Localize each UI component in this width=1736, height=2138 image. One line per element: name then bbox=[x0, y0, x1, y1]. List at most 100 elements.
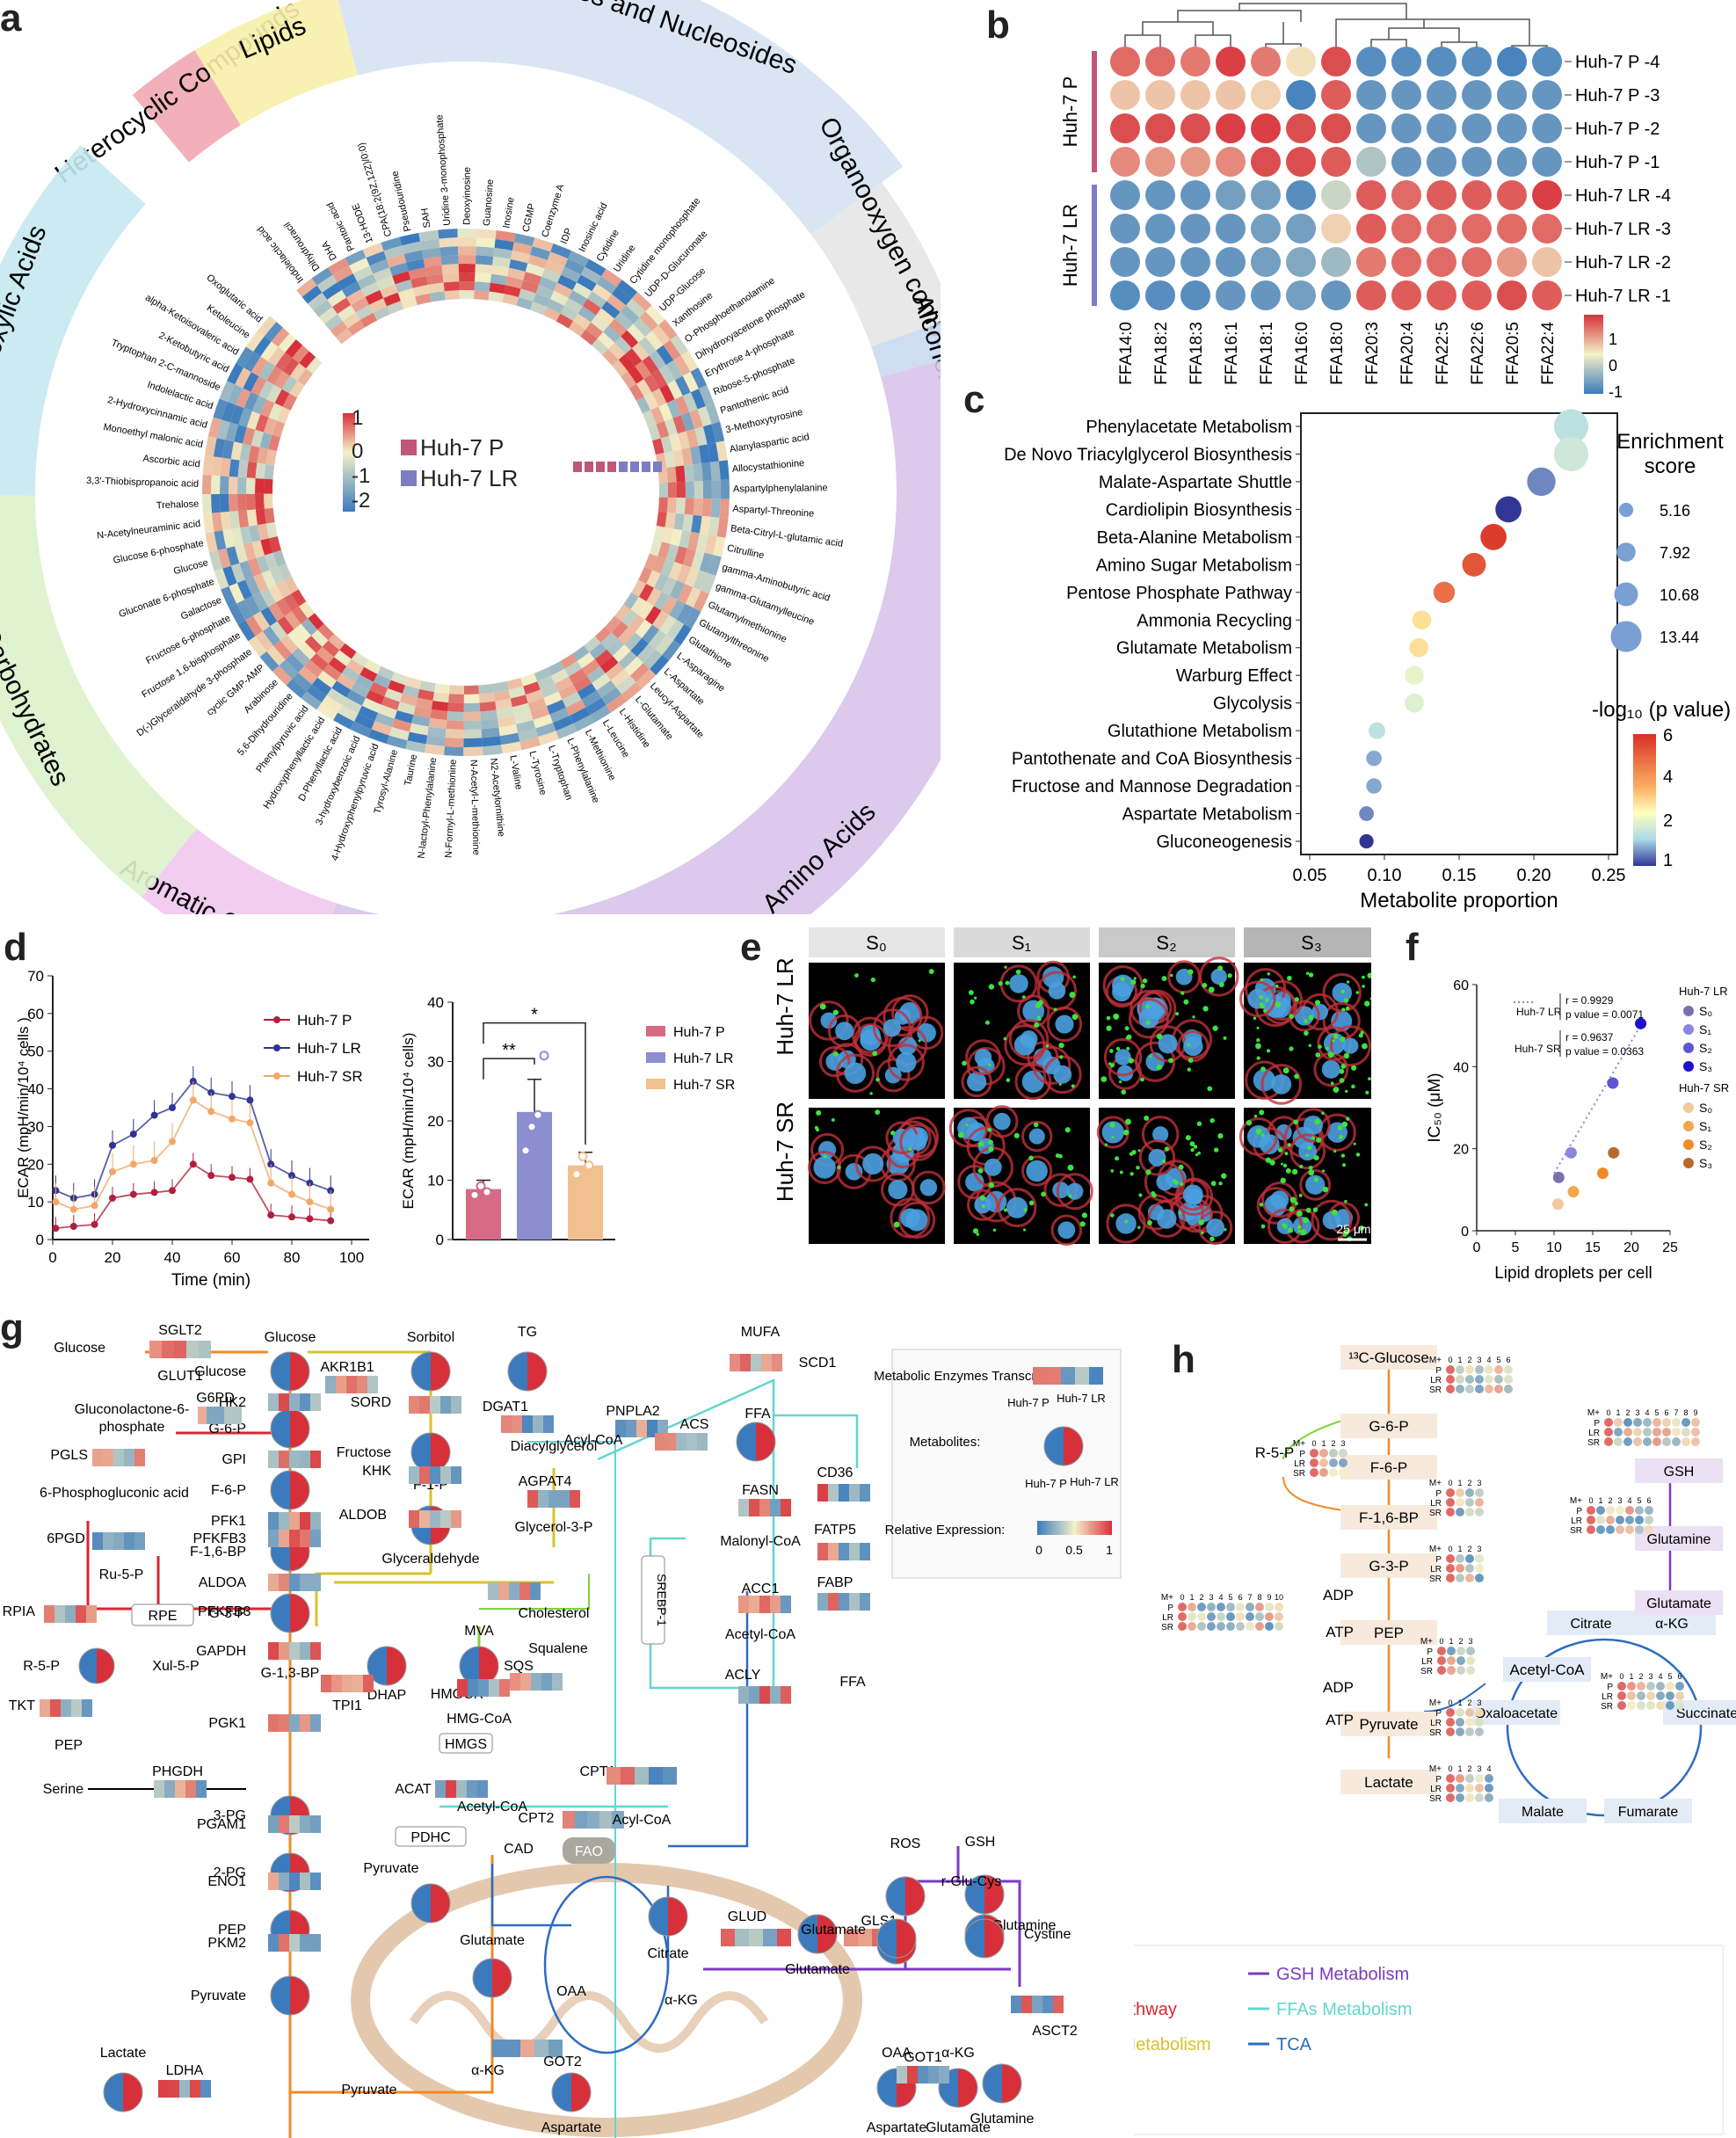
enzyme-bar-cell bbox=[860, 1543, 870, 1560]
node-label: α-KG bbox=[665, 1993, 698, 2008]
heat-cell bbox=[386, 301, 404, 315]
heat-cell bbox=[651, 610, 670, 630]
lipid-droplet bbox=[1259, 1202, 1264, 1207]
metabolite-label: L-Tyrosine bbox=[527, 750, 548, 796]
heat-cell bbox=[412, 284, 430, 297]
heat-cell bbox=[523, 272, 542, 286]
heat-cell bbox=[217, 548, 231, 569]
heat-cell bbox=[423, 256, 442, 268]
heat-cell bbox=[568, 290, 588, 307]
heat-cell bbox=[388, 680, 405, 694]
heat-cell bbox=[577, 683, 597, 700]
heatmap-dot bbox=[1391, 47, 1421, 76]
mplus-index: 2 bbox=[1331, 1439, 1335, 1448]
size-legend-value: 13.44 bbox=[1660, 629, 1699, 646]
node-label: Gluconolactone-6- bbox=[75, 1402, 190, 1417]
cell-membrane bbox=[1056, 1173, 1093, 1211]
heat-cell bbox=[409, 723, 429, 736]
heat-cell bbox=[298, 665, 318, 685]
tca-label: Citrate bbox=[1570, 1617, 1611, 1632]
heat-cell bbox=[265, 448, 278, 466]
lipid-droplet bbox=[970, 999, 975, 1005]
heat-cell bbox=[702, 424, 716, 445]
enzyme-bar-cell bbox=[770, 1499, 781, 1516]
node-label: Glucose bbox=[194, 1364, 246, 1379]
lipid-droplet bbox=[1161, 1159, 1166, 1164]
heat-cell bbox=[310, 629, 329, 647]
heat-cell bbox=[564, 258, 585, 275]
heat-cell bbox=[629, 663, 650, 682]
isotope-dot bbox=[1456, 1564, 1464, 1573]
heat-cell bbox=[627, 324, 645, 343]
heat-cell bbox=[246, 411, 261, 430]
mplus-index: 1 bbox=[1457, 1479, 1462, 1487]
lipid-droplet bbox=[1071, 1084, 1075, 1088]
heat-cell bbox=[478, 692, 496, 703]
node-label: FFA bbox=[745, 1407, 771, 1422]
bubble bbox=[1553, 436, 1589, 472]
heat-cell bbox=[272, 665, 293, 686]
isotope-dot bbox=[1475, 1564, 1484, 1573]
lipid-droplet bbox=[1137, 1225, 1141, 1230]
lipid-droplet bbox=[1209, 1236, 1215, 1242]
heat-cell bbox=[272, 420, 286, 438]
isotope-dot bbox=[1465, 1727, 1474, 1736]
heat-cell bbox=[392, 271, 411, 285]
heat-cell bbox=[650, 369, 668, 389]
lipid-droplet bbox=[1318, 1044, 1322, 1049]
heat-cell bbox=[444, 738, 464, 747]
enzyme-bar-cell bbox=[761, 1354, 772, 1371]
cell-membrane bbox=[1032, 1045, 1071, 1085]
enzyme-bar-cell bbox=[279, 1714, 289, 1732]
heatmap-dot bbox=[1145, 47, 1175, 76]
lipid-droplet bbox=[1294, 1073, 1300, 1080]
heatmap-dot bbox=[1251, 180, 1281, 210]
enzyme-bar-cell bbox=[185, 1780, 196, 1798]
nucleus bbox=[1206, 1218, 1225, 1237]
legend-swatch bbox=[646, 1026, 665, 1036]
legend-sr-label: S₂ bbox=[1699, 1138, 1712, 1152]
heat-cell bbox=[202, 455, 214, 476]
sig-bracket bbox=[483, 1058, 535, 1080]
heat-cell bbox=[442, 273, 460, 283]
pdhc-box bbox=[395, 1826, 467, 1847]
enzyme-bar-cell bbox=[860, 1593, 870, 1611]
node-label: Sorbitol bbox=[407, 1330, 454, 1345]
isotope-dot bbox=[1446, 1774, 1455, 1783]
lipid-droplet bbox=[1364, 1203, 1369, 1207]
lipid-droplet bbox=[1224, 1227, 1227, 1232]
metabolite-half-p bbox=[431, 1352, 450, 1391]
replicate-point bbox=[584, 1160, 594, 1171]
isotope-dot bbox=[1236, 1603, 1245, 1611]
lipid-droplet bbox=[1109, 1063, 1115, 1068]
bubble bbox=[1433, 581, 1456, 603]
heat-cell bbox=[492, 256, 512, 268]
heat-cell bbox=[347, 319, 365, 336]
bubble bbox=[1495, 496, 1522, 523]
heat-cell bbox=[658, 365, 675, 385]
lipid-droplet bbox=[1308, 1169, 1315, 1176]
enzyme-bar-cell bbox=[409, 1466, 419, 1484]
heat-cell bbox=[538, 731, 559, 745]
mplus-index: 0 bbox=[1448, 1764, 1452, 1773]
heat-cell bbox=[399, 693, 418, 707]
node-label: PGK1 bbox=[208, 1716, 246, 1731]
heatmap-dot bbox=[1427, 280, 1456, 310]
enzyme-bar-cell bbox=[858, 1929, 872, 1946]
isotope-dot bbox=[1456, 1385, 1464, 1393]
heat-cell bbox=[657, 542, 671, 559]
nucleus bbox=[1158, 1034, 1178, 1054]
enzyme-bar-cell bbox=[363, 1675, 374, 1692]
heat-cell bbox=[229, 493, 238, 512]
row-label: SR bbox=[1570, 1526, 1582, 1536]
heat-cell bbox=[628, 366, 644, 384]
isotope-dot bbox=[1437, 1656, 1446, 1665]
lipid-droplet bbox=[1115, 1156, 1120, 1161]
metabolite-half-lr bbox=[411, 1884, 431, 1923]
enzyme-bar-cell bbox=[279, 1873, 289, 1890]
metabolite-half-lr bbox=[411, 1433, 431, 1472]
enzyme-bar-cell bbox=[268, 1815, 279, 1833]
heat-cell bbox=[251, 429, 264, 447]
y-tick-label: 30 bbox=[427, 1054, 444, 1071]
heat-cell bbox=[572, 645, 590, 662]
